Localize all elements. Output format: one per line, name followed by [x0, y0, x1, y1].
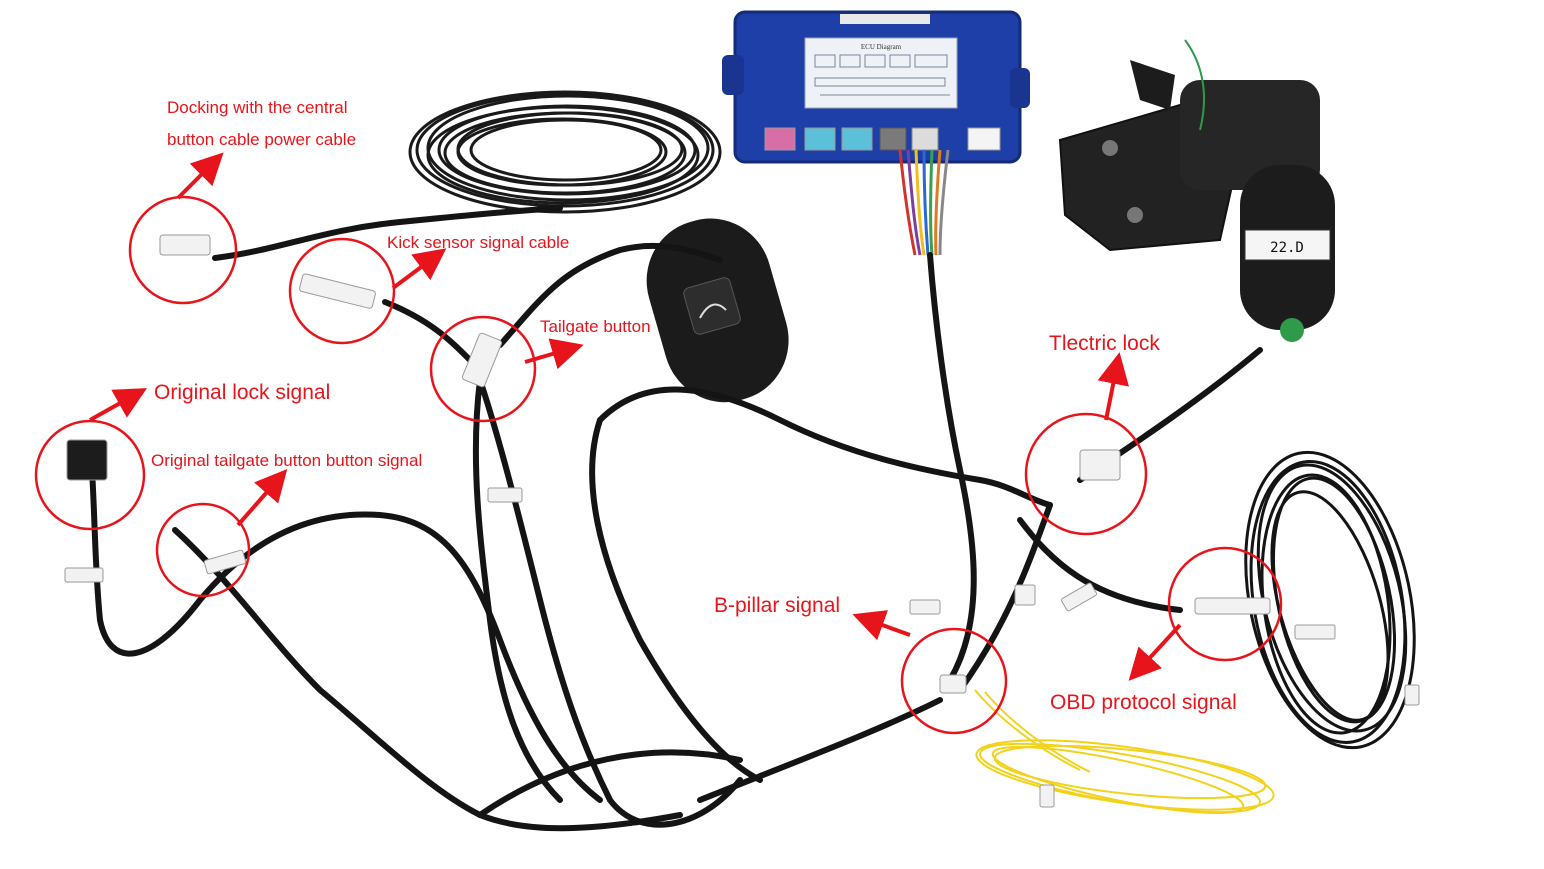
electric-lock-circle [1024, 412, 1148, 536]
lock-motor-marking: 22.D [1270, 240, 1304, 256]
obd-arrow [1128, 623, 1182, 681]
original-lock-label: Original lock signal [154, 381, 331, 404]
tailgate-button-pad [646, 218, 789, 403]
ecu-wire-bundle [898, 149, 950, 256]
white-connectors [64, 234, 1420, 808]
tailgate-button-circle [429, 315, 537, 423]
docking-arrow [176, 152, 224, 200]
ecu-diagram-title: ECU Diagram [861, 43, 902, 51]
original-tailgate-label: Original tailgate button button signal [151, 451, 423, 470]
electric-lock-assembly: 22.D [1058, 39, 1335, 342]
b-pillar-circle [900, 627, 1008, 735]
coiled-yellow-wires [974, 689, 1275, 815]
b-pillar-arrow [852, 610, 911, 641]
tailgate-button-label: Tailgate button [540, 317, 651, 336]
original-tailgate-circle [155, 502, 251, 598]
annotation-arrows [89, 152, 1182, 681]
docking-label-line2: button cable power cable [167, 130, 357, 149]
ecu-control-box: ECU Diagram [722, 10, 1030, 164]
original-tailgate-arrow [236, 468, 288, 527]
obd-circle [1167, 546, 1283, 662]
electric-lock-arrow [1097, 352, 1129, 421]
obd-label: OBD protocol signal [1050, 691, 1237, 714]
original-lock-circle [34, 419, 146, 531]
annotation-circles [34, 195, 1283, 735]
original-lock-arrow [89, 388, 147, 422]
docking-label-line1: Docking with the central [167, 98, 348, 117]
electric-lock-label: Tlectric lock [1049, 332, 1160, 355]
tailgate-button-arrow [524, 338, 584, 370]
docking-circle [128, 195, 238, 305]
kick-sensor-circle [288, 237, 396, 345]
kick-sensor-label: Kick sensor signal cable [387, 233, 570, 252]
b-pillar-label: B-pillar signal [714, 594, 841, 617]
coiled-power-cable [408, 90, 722, 214]
black-harness-cables [89, 205, 1263, 832]
kick-sensor-arrow [391, 248, 447, 290]
